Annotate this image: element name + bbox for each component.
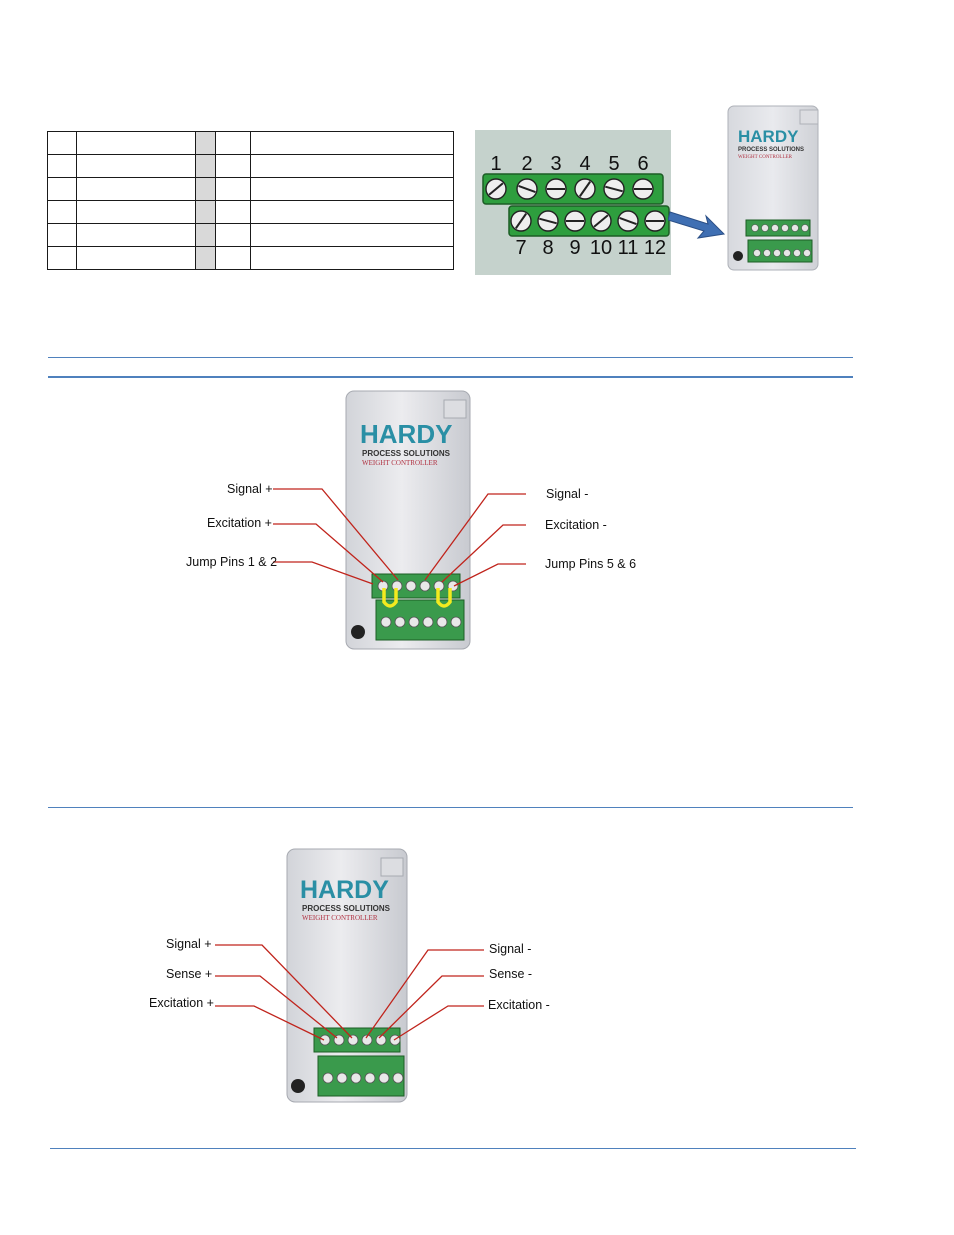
- section-rule: [48, 357, 853, 358]
- screw-icon: [545, 178, 567, 200]
- svg-text:WEIGHT CONTROLLER: WEIGHT CONTROLLER: [362, 459, 438, 467]
- device-photo-six-wire: HARDY PROCESS SOLUTIONS WEIGHT CONTROLLE…: [286, 848, 408, 1103]
- brand-logo: HARDY: [300, 876, 389, 904]
- label-signal-plus: Signal +: [227, 482, 273, 496]
- brand-logo: HARDY: [738, 127, 799, 146]
- screw-row-top: [485, 178, 654, 200]
- pin-number: 6: [637, 153, 648, 175]
- pin-assignment-table: [47, 131, 454, 270]
- screw-icon: [590, 210, 612, 232]
- pin-number: 4: [579, 153, 590, 175]
- svg-text:PROCESS SOLUTIONS: PROCESS SOLUTIONS: [302, 904, 391, 913]
- pin-number: 1: [490, 153, 501, 175]
- svg-text:PROCESS SOLUTIONS: PROCESS SOLUTIONS: [362, 449, 451, 458]
- screw-icon: [617, 210, 639, 232]
- table-row: [47, 154, 454, 178]
- pin-number: 9: [569, 237, 580, 259]
- label-excitation-plus: Excitation +: [207, 516, 272, 530]
- section-rule: [48, 376, 853, 378]
- section-rule: [50, 1148, 856, 1149]
- svg-text:WEIGHT CONTROLLER: WEIGHT CONTROLLER: [738, 155, 793, 160]
- screw-row-bottom: [510, 210, 666, 232]
- pin-number: 10: [590, 237, 612, 259]
- screw-icon: [537, 210, 559, 232]
- label-excitation-minus: Excitation -: [488, 998, 550, 1012]
- label-excitation-plus: Excitation +: [149, 996, 214, 1010]
- arrow-right-icon: [668, 211, 726, 239]
- device-photo-small: HARDY PROCESS SOLUTIONS WEIGHT CONTROLLE…: [727, 105, 819, 271]
- label-sense-plus: Sense +: [166, 967, 213, 981]
- label-signal-minus: Signal -: [489, 942, 532, 956]
- label-signal-plus: Signal +: [166, 937, 212, 951]
- screw-icon: [603, 178, 625, 200]
- leader-lines-six-wire: [215, 944, 484, 1041]
- table-row: [47, 246, 454, 270]
- pin-number: 3: [550, 153, 561, 175]
- table-row: [47, 200, 454, 224]
- pin-number: 8: [542, 237, 553, 259]
- pin-number: 12: [644, 237, 666, 259]
- screw-icon: [516, 178, 538, 200]
- screw-icon: [510, 210, 532, 232]
- label-excitation-minus: Excitation -: [545, 518, 607, 532]
- screw-icon: [485, 178, 507, 200]
- label-sense-minus: Sense -: [489, 967, 533, 981]
- brand-logo: HARDY: [360, 419, 452, 449]
- screw-icon: [644, 210, 666, 232]
- jumper-pins-5-6: [436, 588, 452, 608]
- label-signal-minus: Signal -: [546, 487, 589, 501]
- leader-lines-four-wire: [273, 488, 526, 587]
- screw-icon: [632, 178, 654, 200]
- table-row: [47, 223, 454, 247]
- svg-text:WEIGHT CONTROLLER: WEIGHT CONTROLLER: [302, 914, 378, 922]
- device-photo-four-wire: HARDY PROCESS SOLUTIONS WEIGHT CONTROLLE…: [345, 390, 471, 650]
- svg-text:PROCESS SOLUTIONS: PROCESS SOLUTIONS: [738, 147, 804, 153]
- pin-number: 5: [608, 153, 619, 175]
- label-jump-pins-1-2: Jump Pins 1 & 2: [186, 555, 278, 569]
- pin-number: 11: [618, 237, 639, 259]
- section-rule: [48, 807, 853, 808]
- jumper-pins-1-2: [382, 588, 398, 608]
- table-row: [47, 131, 454, 155]
- pin-number: 7: [515, 237, 526, 259]
- screw-icon: [564, 210, 586, 232]
- screw-icon: [574, 178, 596, 200]
- label-jump-pins-5-6: Jump Pins 5 & 6: [545, 557, 637, 571]
- table-row: [47, 177, 454, 201]
- pin-number: 2: [521, 153, 532, 175]
